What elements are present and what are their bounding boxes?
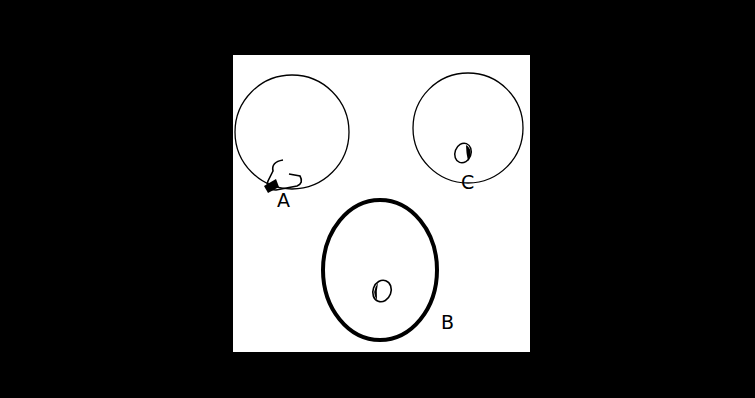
- part-letter: A: [277, 191, 290, 210]
- small-oval: [370, 278, 394, 305]
- ellipse-b: [323, 200, 437, 340]
- circle-a: [235, 75, 349, 189]
- circle-c: [413, 73, 523, 183]
- white-panel: [233, 55, 530, 352]
- part-letter: B: [441, 313, 454, 332]
- part-letter: C: [461, 173, 474, 192]
- small-oval: [452, 141, 474, 165]
- dark-crescent: [374, 283, 378, 300]
- dark-mark: [264, 179, 279, 193]
- dark-crescent: [466, 145, 471, 161]
